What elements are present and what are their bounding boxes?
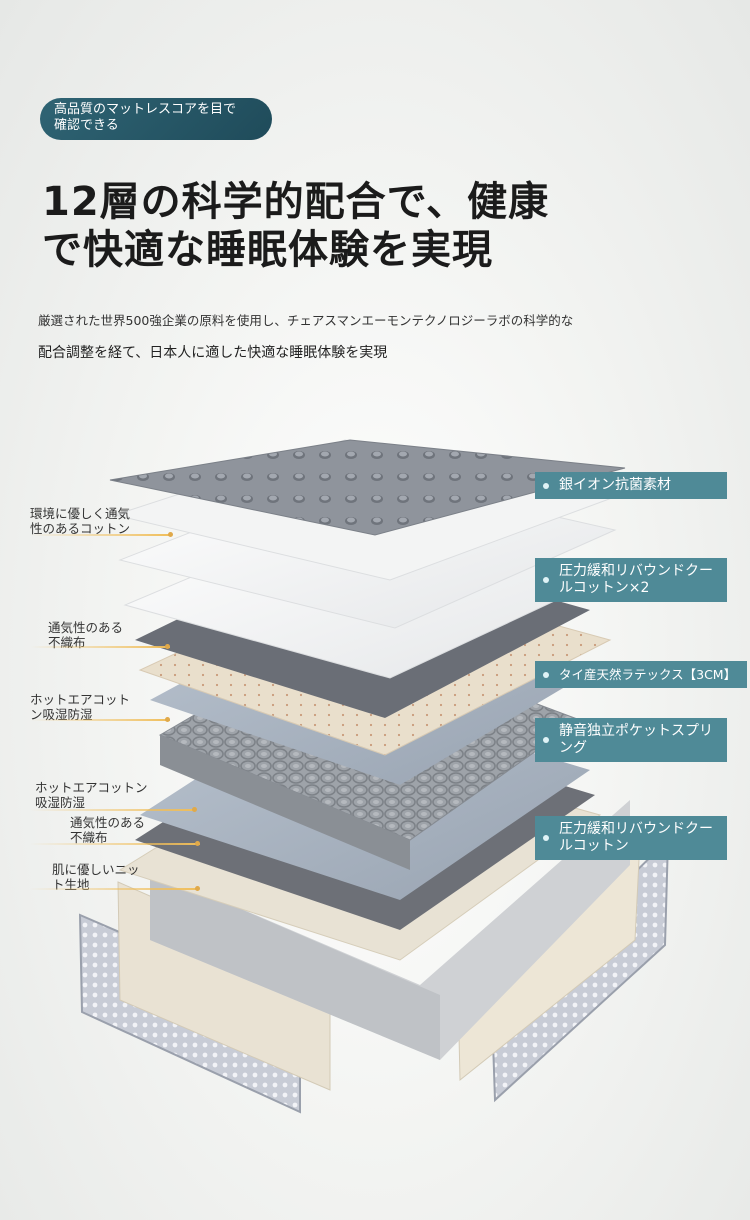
headline: 12層の科学的配合で、健康 で快適な睡眠体験を実現 (42, 178, 549, 274)
headline-line-2: で快適な睡眠体験を実現 (42, 227, 493, 273)
leader-line (30, 809, 195, 811)
tag-marker-icon (543, 577, 549, 583)
label-hot-air-cotton-top: ホットエアコット ン吸湿防湿 (30, 692, 131, 722)
label-hot-air-cotton-bottom: ホットエアコットン 吸湿防湿 (35, 780, 148, 810)
headline-line-1: 12層の科学的配合で、健康 (42, 179, 550, 225)
tag-label: 銀イオン抗菌素材 (559, 477, 671, 493)
tag-pocket-spring: 静音独立ポケットスプリング (535, 718, 727, 762)
leader-line (30, 646, 170, 648)
layer-silver-ion-top (109, 439, 626, 536)
mattress-layers-illustration (78, 439, 670, 1114)
tag-label: タイ産天然ラテックス【3CM】 (559, 667, 737, 682)
tag-marker-icon (543, 671, 549, 678)
tag-label: 圧力緩和リバウンドクールコットン (559, 821, 713, 854)
layer-springs-side (160, 735, 410, 870)
tag-cool-cotton: 圧力緩和リバウンドクールコットン (535, 816, 727, 860)
leader-dot (192, 807, 197, 812)
leader-dot (165, 717, 170, 722)
leader-dot (195, 886, 200, 891)
leader-line (30, 843, 200, 845)
tag-silver-ion: 銀イオン抗菌素材 (535, 472, 727, 499)
leader-dot (168, 532, 173, 537)
base-box-front (150, 870, 440, 1060)
description-line-1: 厳選された世界500強企業の原料を使用し、チェアスマンエーモンテクノロジーラボの… (38, 313, 574, 328)
leader-dot (165, 644, 170, 649)
tag-latex: タイ産天然ラテックス【3CM】 (535, 661, 747, 688)
tag-marker-icon (543, 835, 549, 841)
feature-badge: 高品質のマットレスコアを目で 確認できる (40, 98, 272, 140)
description-line-2: 配合調整を経て、日本人に適した快適な睡眠体験を実現 (38, 345, 388, 361)
badge-line-2: 確認できる (54, 118, 119, 133)
tag-label: 静音独立ポケットスプリング (559, 723, 713, 756)
leader-line (30, 719, 170, 721)
tag-marker-icon (543, 737, 549, 743)
badge-line-1: 高品質のマットレスコアを目で (54, 102, 237, 117)
leader-dot (195, 841, 200, 846)
leader-line (30, 888, 198, 890)
tag-cool-cotton-x2: 圧力緩和リバウンドクールコットン×2 (535, 558, 727, 602)
leader-line (30, 534, 170, 536)
tag-label: 圧力緩和リバウンドクールコットン×2 (559, 563, 713, 596)
label-eco-cotton: 環境に優しく通気 性のあるコットン (30, 506, 131, 536)
tag-marker-icon (543, 482, 549, 489)
label-nonwoven-bottom: 通気性のある 不織布 (70, 815, 146, 845)
